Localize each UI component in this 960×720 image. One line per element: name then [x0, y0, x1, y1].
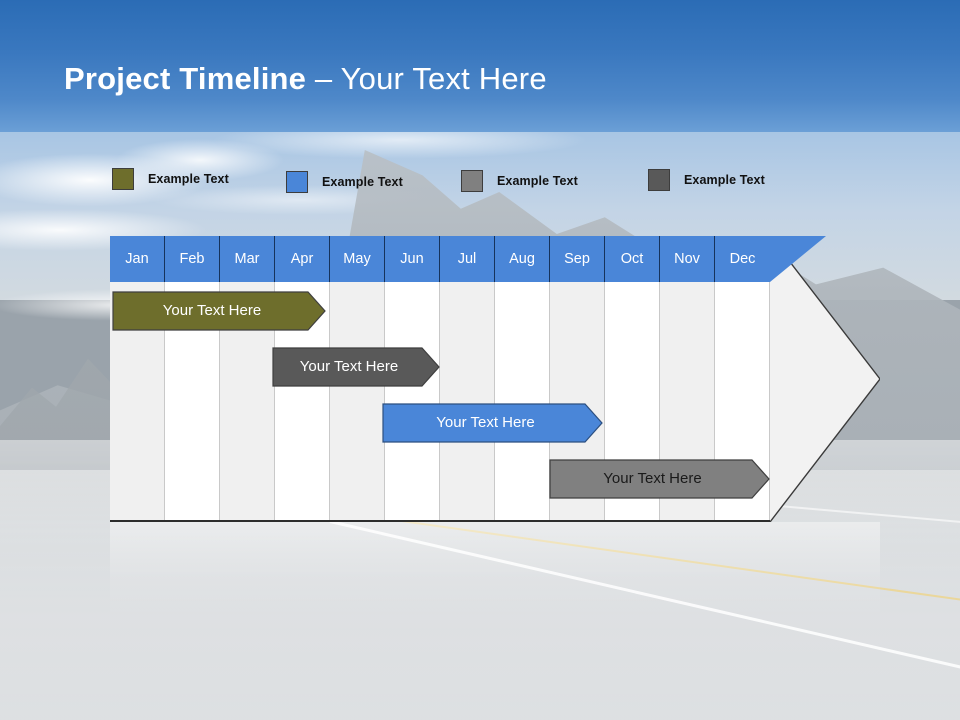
legend-item-3[interactable]: Example Text: [461, 170, 578, 192]
column-jan: [110, 236, 165, 522]
column-feb: [165, 236, 220, 522]
task-bar-3-label: Your Text Here: [436, 413, 535, 431]
column-aug: [495, 236, 550, 522]
task-bar-1[interactable]: Your Text Here: [113, 292, 325, 330]
month-header-may[interactable]: May: [330, 236, 385, 282]
month-header-jun[interactable]: Jun: [385, 236, 440, 282]
task-bar-2-label: Your Text Here: [299, 357, 399, 375]
legend-swatch-olive-icon: [112, 168, 134, 190]
legend-swatch-gray-medium-icon: [461, 170, 483, 192]
month-label-sep: Sep: [564, 251, 590, 267]
column-mar: [220, 236, 275, 522]
timeline-chart: Jan Feb Mar Apr May Jun Jul Aug Sep Oct …: [110, 236, 880, 522]
task-bar-4[interactable]: Your Text Here: [550, 460, 769, 498]
page-title: Project Timeline – Your Text Here: [64, 61, 547, 97]
month-label-oct: Oct: [620, 251, 644, 267]
task-bar-3-shape[interactable]: [382, 403, 603, 443]
page-title-regular: Your Text Here: [340, 61, 547, 96]
page-title-separator: –: [306, 61, 341, 96]
timeline-bottom-edge: [110, 520, 770, 522]
legend-swatch-blue-icon: [286, 171, 308, 193]
task-bar-1-shape[interactable]: [112, 291, 326, 331]
task-bar-2[interactable]: Your Text Here: [273, 348, 439, 386]
legend-label-1: Example Text: [148, 172, 229, 186]
month-header-jan[interactable]: Jan: [110, 236, 165, 282]
month-label-jun: Jun: [400, 251, 424, 267]
task-bar-layer: [112, 291, 770, 499]
legend-item-4[interactable]: Example Text: [648, 169, 765, 191]
month-label-jan: Jan: [125, 251, 149, 267]
task-bar-3[interactable]: Your Text Here: [383, 404, 602, 442]
month-label-mar: Mar: [234, 251, 260, 267]
month-label-apr: Apr: [290, 251, 314, 267]
month-header-feb[interactable]: Feb: [165, 236, 220, 282]
month-header-dec[interactable]: Dec: [715, 236, 770, 282]
legend-item-1[interactable]: Example Text: [112, 168, 229, 190]
task-bar-4-label: Your Text Here: [603, 469, 702, 487]
column-jul: [440, 236, 495, 522]
month-header-oct[interactable]: Oct: [605, 236, 660, 282]
month-header-nov[interactable]: Nov: [660, 236, 715, 282]
month-label-nov: Nov: [674, 251, 700, 267]
month-label-dec: Dec: [729, 251, 756, 267]
month-header-sep[interactable]: Sep: [550, 236, 605, 282]
task-bar-4-shape[interactable]: [549, 459, 770, 499]
month-label-feb: Feb: [179, 251, 205, 267]
month-header-aug[interactable]: Aug: [495, 236, 550, 282]
task-bar-1-label: Your Text Here: [162, 301, 262, 319]
month-header-apr[interactable]: Apr: [275, 236, 330, 282]
legend-label-3: Example Text: [497, 174, 578, 188]
month-label-may: May: [343, 251, 371, 267]
task-bar-2-shape[interactable]: [272, 347, 440, 387]
month-header-jul[interactable]: Jul: [440, 236, 495, 282]
title-band: [0, 0, 960, 132]
legend-swatch-gray-dark-icon: [648, 169, 670, 191]
month-header-mar[interactable]: Mar: [220, 236, 275, 282]
month-label-jul: Jul: [457, 251, 477, 267]
legend-label-4: Example Text: [684, 173, 765, 187]
page-title-bold: Project Timeline: [64, 61, 307, 96]
month-label-aug: Aug: [509, 251, 535, 267]
legend-label-2: Example Text: [322, 175, 403, 189]
legend-item-2[interactable]: Example Text: [286, 171, 403, 193]
timeline-reflection: [110, 522, 880, 618]
